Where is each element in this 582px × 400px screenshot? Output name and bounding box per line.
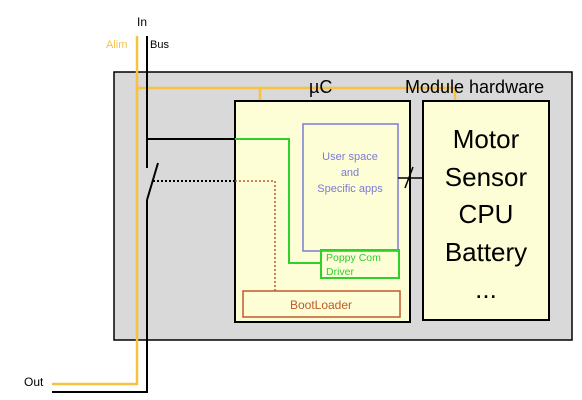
alim-label: Alim (106, 39, 127, 51)
uc-label: µC (309, 77, 332, 97)
hardware-more: ... (475, 274, 497, 304)
hardware-sensor: Sensor (445, 162, 528, 192)
alim-vertical-line (52, 36, 139, 386)
hardware-motor: Motor (453, 124, 520, 154)
uc-hardware-link-slash (404, 166, 414, 189)
bootloader-box (242, 290, 401, 318)
poppy-line-1: Poppy Com (326, 252, 381, 264)
bus-bottom-line (52, 200, 148, 393)
hardware-cpu: CPU (459, 199, 514, 229)
bus-switch-arm (146, 162, 159, 201)
poppy-line-2: Driver (326, 266, 355, 278)
user-space-line-1: User space (322, 151, 378, 163)
power-lines (52, 36, 457, 386)
bootloader-label: BootLoader (290, 298, 352, 312)
poppy-bus-link (235, 138, 321, 264)
bus-label: Bus (150, 39, 169, 51)
user-space-line-3: Specific apps (317, 183, 383, 195)
out-label: Out (24, 375, 44, 389)
hardware-box (422, 100, 550, 321)
poppy-com-driver-box (320, 249, 400, 279)
bus-lines (52, 36, 235, 393)
in-label: In (137, 15, 147, 29)
user-space-line-2: and (341, 167, 359, 179)
module-hardware-label: Module hardware (405, 77, 544, 97)
uc-box (234, 100, 411, 323)
hardware-battery: Battery (445, 237, 527, 267)
